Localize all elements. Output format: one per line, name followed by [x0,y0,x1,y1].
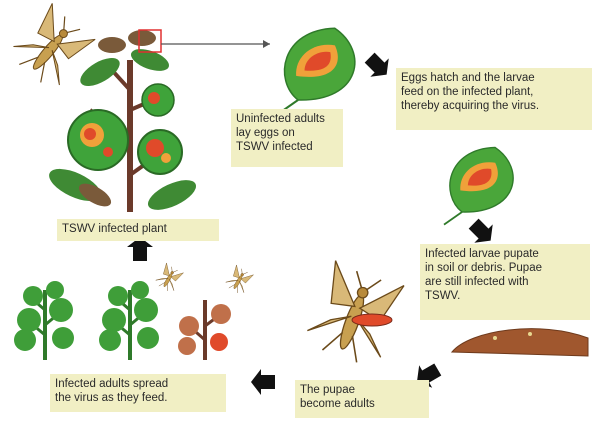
pupa-icon [352,314,392,326]
tomato-plant-icon [14,281,74,360]
leaf-highlight-pointer [139,30,270,52]
caption-pupae-become-adults: The pupae become adults [295,380,429,418]
arrow-icon [360,48,395,83]
caption-infected-plant: TSWV infected plant [57,219,219,241]
caption-eggs-hatch: Eggs hatch and the larvae feed on the in… [396,68,592,130]
caption-larvae-pupate: Infected larvae pupate in soil or debris… [420,244,590,320]
caption-adults-spread-virus: Infected adults spread the virus as they… [50,374,226,412]
thrips-insect-icon [303,260,407,370]
thrips-insect-icon [224,265,254,296]
tomato-plant-icon [178,300,231,360]
thrips-insect-icon [154,263,184,294]
arrow-icon [251,369,275,395]
caption-uninfected-adults: Uninfected adults lay eggs on TSWV infec… [231,109,343,167]
soil-mound-icon [452,329,588,356]
tomato-plant-icon [99,281,159,360]
